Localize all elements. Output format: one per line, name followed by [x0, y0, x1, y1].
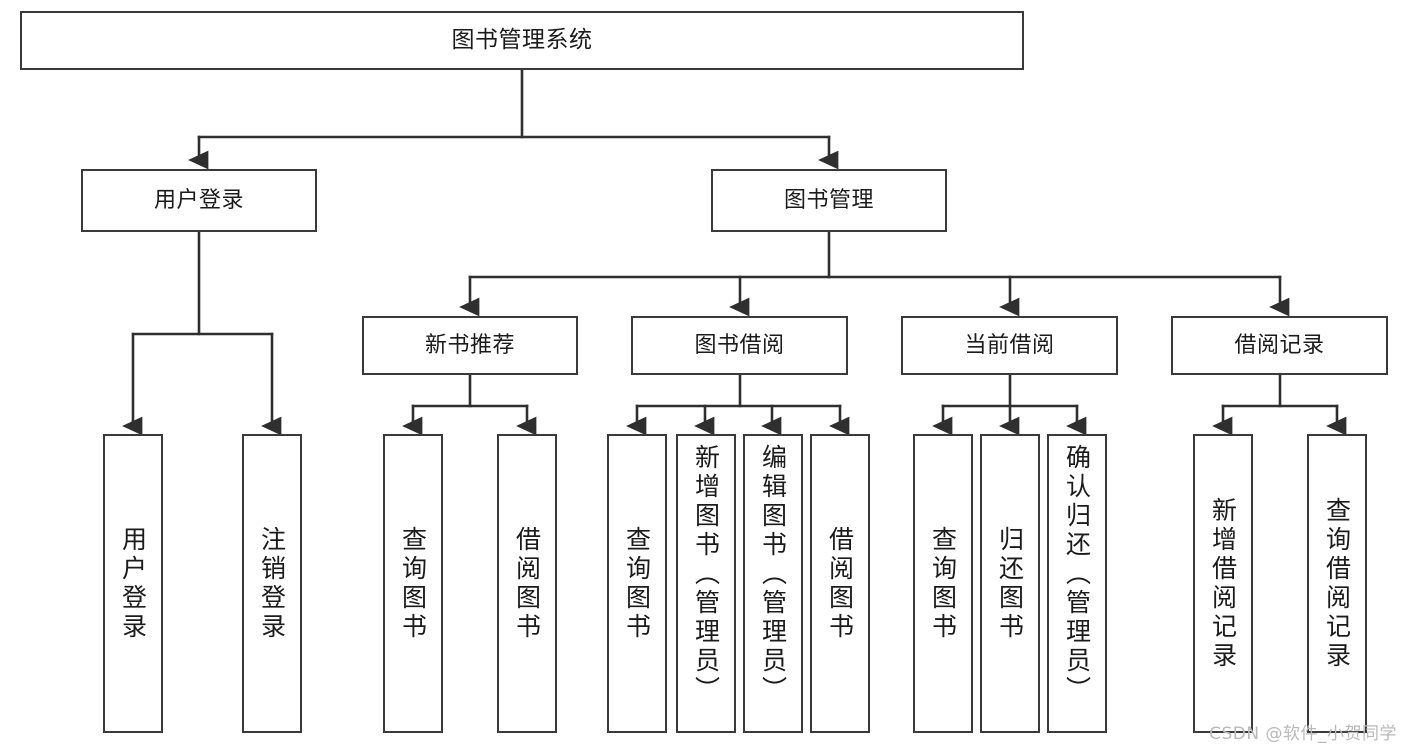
watermark-text: CSDN @软件_小贺同学: [1209, 724, 1397, 744]
node-label: 新书推荐: [424, 332, 515, 358]
node-label: 图书管理: [783, 187, 874, 213]
node-label: 查询图书: [398, 525, 428, 642]
node-label: 注销登录: [257, 525, 287, 642]
node-label: 新增图书（管理员）: [691, 444, 721, 705]
node-label: 归还图书: [995, 525, 1025, 642]
node-root-book-management-system[interactable]: 图书管理系统: [20, 11, 1024, 70]
leaf-record-query-borrow-record[interactable]: 查询借阅记录: [1307, 434, 1367, 733]
node-user-login[interactable]: 用户登录: [81, 169, 317, 232]
leaf-user-login-login[interactable]: 用户登录: [103, 434, 163, 733]
leaf-borrow-query-book[interactable]: 查询图书: [607, 434, 667, 733]
node-label: 确认归还（管理员）: [1062, 444, 1092, 705]
node-label: 新增借阅记录: [1208, 496, 1238, 671]
node-label: 当前借阅: [964, 332, 1055, 358]
leaf-recommend-borrow-book[interactable]: 借阅图书: [497, 434, 557, 733]
leaf-user-login-logout[interactable]: 注销登录: [242, 434, 302, 733]
node-label: 编辑图书（管理员）: [758, 444, 788, 705]
node-book-management[interactable]: 图书管理: [711, 169, 947, 232]
node-label: 查询借阅记录: [1322, 496, 1352, 671]
node-current-borrow[interactable]: 当前借阅: [901, 316, 1118, 375]
leaf-current-return-book[interactable]: 归还图书: [980, 434, 1040, 733]
node-borrow-record[interactable]: 借阅记录: [1171, 316, 1388, 375]
node-new-book-recommend[interactable]: 新书推荐: [362, 316, 578, 375]
node-label: 查询图书: [622, 525, 652, 642]
node-label: 查询图书: [928, 525, 958, 642]
node-label: 用户登录: [153, 187, 244, 213]
leaf-borrow-edit-book-admin[interactable]: 编辑图书（管理员）: [743, 434, 803, 733]
leaf-borrow-add-book-admin[interactable]: 新增图书（管理员）: [676, 434, 736, 733]
node-label: 借阅图书: [512, 525, 542, 642]
leaf-recommend-query-book[interactable]: 查询图书: [383, 434, 443, 733]
node-book-borrow[interactable]: 图书借阅: [631, 316, 848, 375]
leaf-current-confirm-return-admin[interactable]: 确认归还（管理员）: [1047, 434, 1107, 733]
leaf-current-query-book[interactable]: 查询图书: [913, 434, 973, 733]
node-label: 借阅图书: [825, 525, 855, 642]
node-label: 借阅记录: [1234, 332, 1325, 358]
leaf-borrow-borrow-book[interactable]: 借阅图书: [810, 434, 870, 733]
node-label: 图书借阅: [694, 332, 785, 358]
leaf-record-add-borrow-record[interactable]: 新增借阅记录: [1193, 434, 1253, 733]
node-label: 图书管理系统: [451, 27, 593, 54]
node-label: 用户登录: [118, 525, 148, 642]
